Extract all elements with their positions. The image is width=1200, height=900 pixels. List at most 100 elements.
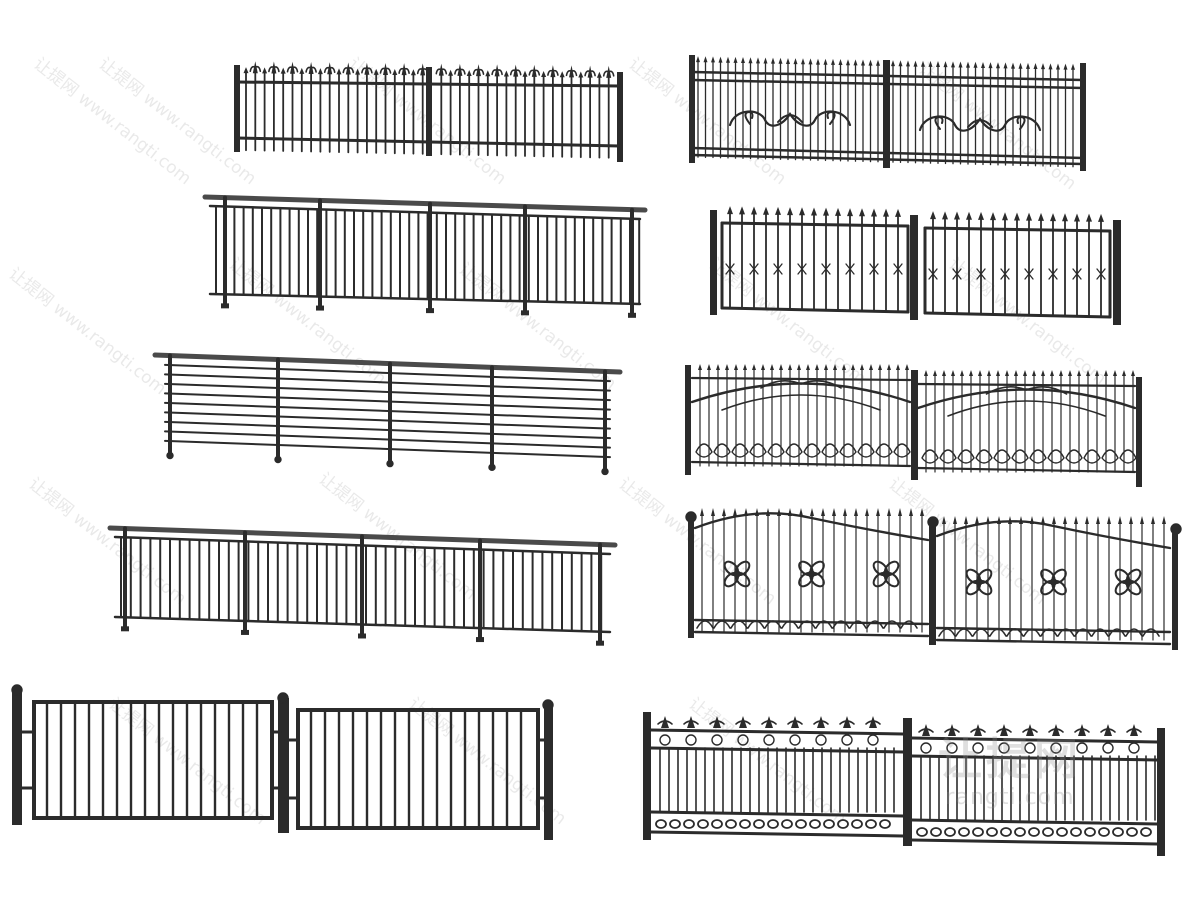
fence-finial [466, 70, 472, 77]
fence-finial [906, 60, 910, 67]
fence-rail [690, 460, 912, 468]
fence-finial [541, 71, 547, 78]
crown-spike [1000, 724, 1008, 736]
fence-finial [1002, 212, 1008, 221]
bottom-scroll [695, 443, 713, 458]
fence-finial [756, 57, 760, 64]
horizontal-bar [164, 430, 611, 449]
fence-rail [690, 78, 1085, 90]
bottom-scroll [1057, 628, 1075, 637]
bottom-scroll [749, 443, 767, 458]
fence-finial [578, 71, 584, 78]
bottom-ring [809, 819, 821, 829]
fence-finial [1048, 63, 1053, 70]
fence-finial [887, 364, 891, 370]
square-frame-panel-fence [11, 684, 554, 840]
post-ball [1170, 523, 1182, 535]
fence-post [1157, 728, 1165, 856]
ornamental-crown-fence [643, 712, 1165, 856]
bottom-scroll [989, 628, 1007, 637]
bottom-scroll [1119, 449, 1137, 464]
fence-finial [1018, 62, 1023, 69]
fence-finial [703, 56, 708, 63]
fence-finial [1068, 370, 1072, 376]
fence-finial [842, 364, 846, 370]
bottom-ring [1098, 827, 1110, 837]
bottom-ring [1112, 827, 1124, 837]
bottom-scroll [972, 628, 990, 637]
bottom-scroll [1083, 449, 1101, 464]
fence-finial [1131, 370, 1135, 376]
fence-finial [909, 508, 913, 516]
bottom-ring [972, 827, 984, 837]
fleur-de-lis [398, 67, 410, 74]
bottom-scroll [1142, 628, 1160, 637]
fence-finial [1129, 516, 1133, 524]
fence-finial [966, 61, 970, 68]
bottom-scroll [1029, 449, 1047, 464]
bottom-scroll [1040, 628, 1058, 637]
fence-post [688, 520, 694, 638]
fence-finial [727, 206, 733, 215]
ornament-ring [1102, 742, 1114, 754]
fleur-de-lis [491, 69, 503, 76]
bottom-ring [711, 819, 723, 829]
fence-finial [1095, 370, 1099, 376]
bottom-ring [865, 819, 877, 829]
fence-post [234, 65, 240, 152]
bottom-scroll [781, 620, 799, 629]
horizontal-bar [164, 392, 611, 411]
scroll-ornament [967, 119, 993, 128]
bottom-scroll [839, 443, 857, 458]
post-foot [521, 310, 529, 316]
bottom-scroll [730, 620, 748, 629]
bottom-scroll [1011, 449, 1029, 464]
fence-finial [808, 58, 813, 65]
fence-finial [833, 364, 837, 370]
fence-finial [1098, 213, 1104, 222]
crown-scroll [865, 720, 881, 725]
arch-rail [690, 382, 912, 404]
bottom-scroll [1125, 628, 1143, 637]
scroll-ornament [934, 115, 1026, 130]
ornament-ring [1128, 742, 1140, 754]
bottom-scroll [921, 449, 939, 464]
fence-finial [336, 68, 342, 75]
crown-scroll [944, 728, 960, 733]
fence-finial [1026, 212, 1032, 221]
fence-finial [761, 364, 765, 370]
bottom-ring [767, 819, 779, 829]
post-cap [542, 699, 554, 711]
bottom-ring [1042, 827, 1054, 837]
fence-finial [1086, 213, 1092, 222]
x-detail [1000, 268, 1010, 280]
fence-finial [815, 364, 819, 370]
bottom-scroll [975, 449, 993, 464]
fence-finial [835, 207, 841, 216]
bottom-ring [1126, 827, 1138, 837]
fence-post [689, 55, 695, 163]
fence-finial [1062, 213, 1068, 222]
fence-finial [1074, 516, 1078, 524]
ornament-ring [685, 734, 697, 746]
fence-finial [997, 516, 1001, 524]
fence-finial [797, 364, 801, 370]
fence-rail [910, 736, 1159, 744]
ornament-ring [737, 734, 749, 746]
arched-scroll-fence [685, 364, 1142, 487]
fence-finial [1005, 370, 1009, 376]
bottom-ring [1028, 827, 1040, 837]
crown-scroll [996, 728, 1012, 733]
fence-finial [726, 56, 730, 63]
bottom-ring [725, 819, 737, 829]
fence-finial [823, 207, 829, 216]
fleur-de-lis [249, 65, 262, 73]
fleur-de-lis [509, 69, 522, 76]
fence-finial [996, 370, 1000, 376]
ornament-ring [998, 742, 1010, 754]
bottom-ring [879, 819, 891, 829]
fence-finial [700, 508, 704, 516]
fence-post [1136, 377, 1142, 487]
fence-finial [861, 59, 865, 66]
fence-rail [720, 306, 910, 314]
